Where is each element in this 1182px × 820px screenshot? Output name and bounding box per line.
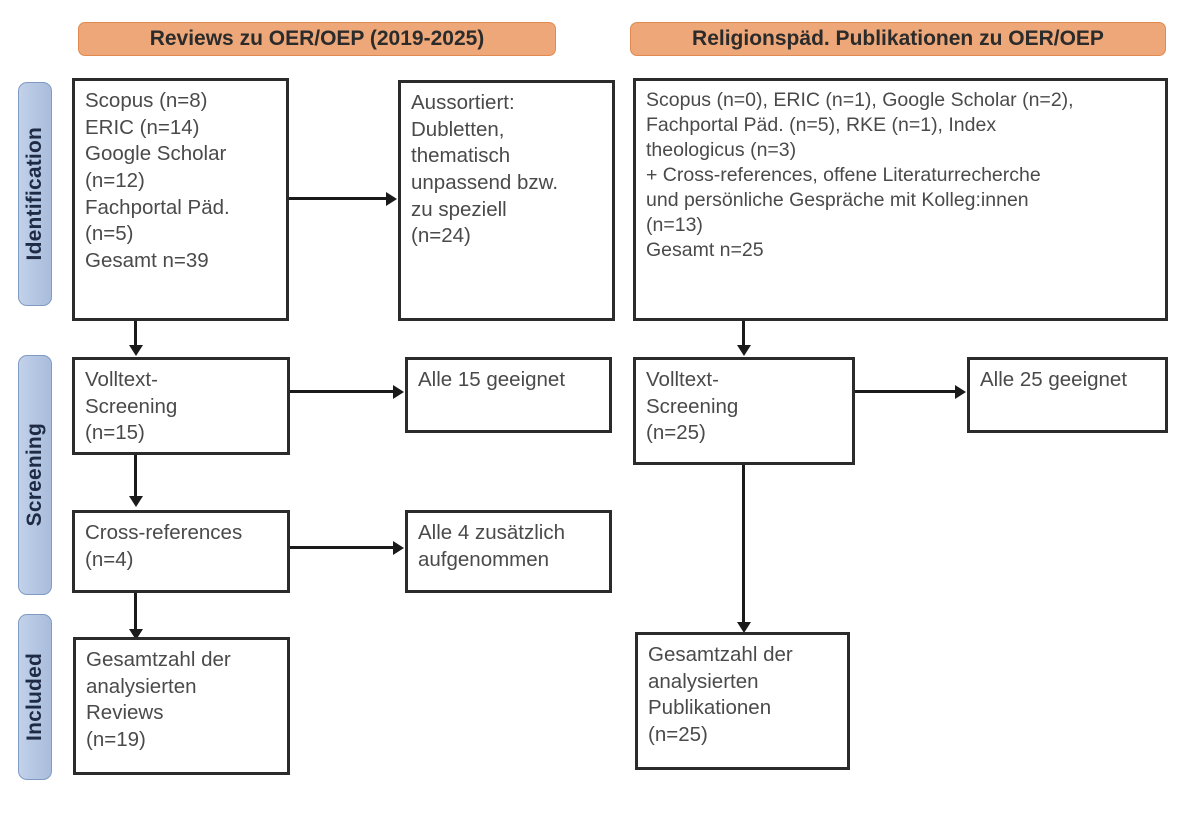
box-left-crossreferences: Cross-references (n=4) (72, 510, 290, 593)
connector-left-sources-to-screening (134, 321, 137, 347)
column-header-reviews: Reviews zu OER/OEP (2019-2025) (78, 22, 556, 56)
stage-pill-included: Included (18, 614, 52, 780)
stage-label-included: Included (23, 653, 46, 741)
connector-left-screening-to-result (290, 390, 395, 393)
arrowhead-left-sources-to-screening (129, 345, 143, 356)
connector-left-screening-to-crossrefs (134, 455, 137, 497)
stage-pill-screening: Screening (18, 355, 52, 595)
connector-left-crossrefs-to-result (290, 546, 395, 549)
arrowhead-right-screening-to-included (737, 622, 751, 633)
arrowhead-right-sources-to-screening (737, 345, 751, 356)
arrowhead-left-screening-to-crossrefs (129, 496, 143, 507)
column-header-religionspaed-label: Religionspäd. Publikationen zu OER/OEP (692, 27, 1104, 50)
stage-label-identification: Identification (23, 127, 46, 261)
box-right-fulltext-screening: Volltext- Screening (n=25) (633, 357, 855, 465)
stage-pill-identification: Identification (18, 82, 52, 306)
connector-right-sources-to-screening (742, 321, 745, 347)
connector-right-screening-to-included (742, 465, 745, 625)
connector-left-sources-to-excluded (289, 197, 388, 200)
arrowhead-left-screening-to-result (393, 385, 404, 399)
arrowhead-left-crossrefs-to-included (129, 629, 143, 640)
column-header-religionspaed: Religionspäd. Publikationen zu OER/OEP (630, 22, 1166, 56)
arrowhead-right-screening-to-result (955, 385, 966, 399)
stage-label-screening: Screening (23, 423, 46, 527)
box-left-crossrefs-result: Alle 4 zusätzlich aufgenommen (405, 510, 612, 593)
arrowhead-left-crossrefs-to-result (393, 541, 404, 555)
box-left-excluded: Aussortiert: Dubletten, thematisch unpas… (398, 80, 615, 321)
box-left-included-total: Gesamtzahl der analysierten Reviews (n=1… (73, 637, 290, 775)
box-left-identification-sources: Scopus (n=8) ERIC (n=14) Google Scholar … (72, 78, 289, 321)
box-right-identification-sources: Scopus (n=0), ERIC (n=1), Google Scholar… (633, 78, 1168, 321)
box-left-fulltext-screening: Volltext- Screening (n=15) (72, 357, 290, 455)
box-left-screening-result: Alle 15 geeignet (405, 357, 612, 433)
arrowhead-left-sources-to-excluded (386, 192, 397, 206)
connector-left-crossrefs-to-included (134, 593, 137, 631)
box-right-screening-result: Alle 25 geeignet (967, 357, 1168, 433)
connector-right-screening-to-result (855, 390, 957, 393)
box-right-included-total: Gesamtzahl der analysierten Publikatione… (635, 632, 850, 770)
column-header-reviews-label: Reviews zu OER/OEP (2019-2025) (149, 27, 485, 50)
